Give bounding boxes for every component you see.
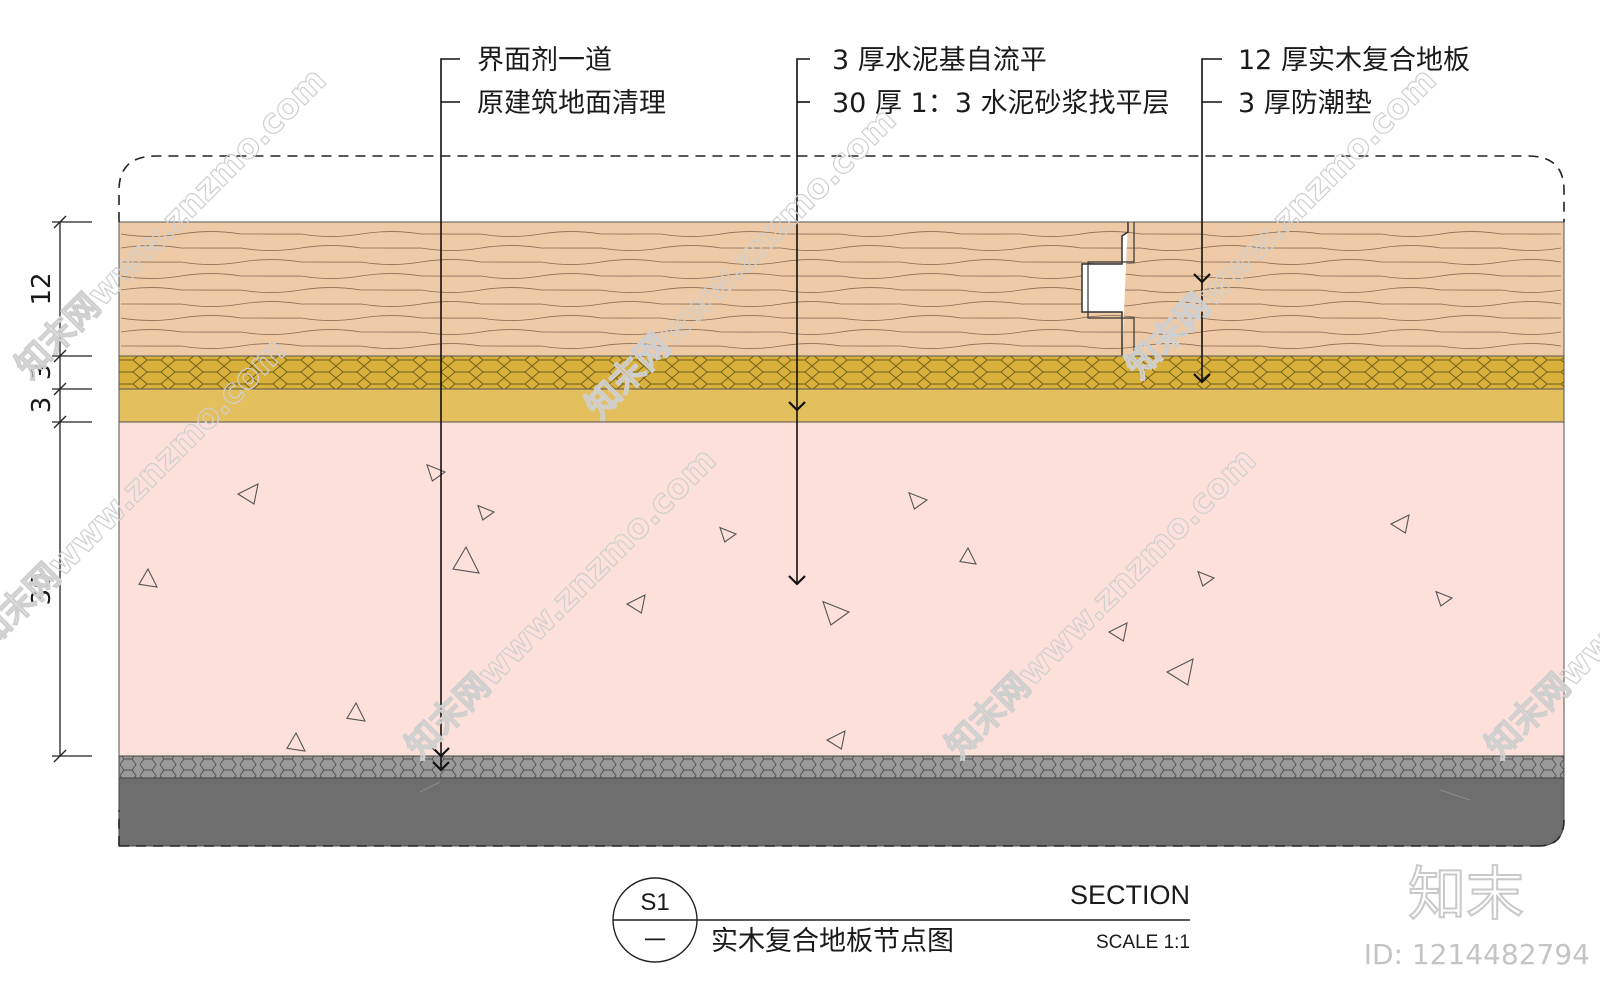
moisture-pad-layer	[118, 355, 1565, 390]
callout-mortar-screed: 30 厚 1：3 水泥砂浆找平层	[832, 88, 1169, 119]
dimension-12: 12	[27, 272, 57, 305]
aggregate-triangle	[1389, 514, 1410, 534]
aggregate-triangle	[138, 567, 158, 588]
callout-interface-agent: 界面剂一道	[477, 45, 612, 76]
scale-label: SCALE 1:1	[1096, 932, 1190, 953]
callout-self-leveling: 3 厚水泥基自流平	[832, 45, 1047, 76]
callout-wood-floor: 12 厚实木复合地板	[1238, 45, 1470, 76]
aggregate-triangle	[236, 483, 259, 505]
section-symbol-sheet: 一	[644, 928, 666, 953]
wood-grain-line	[120, 301, 1562, 307]
wood-grain-lines	[120, 231, 1562, 349]
image-id: ID: 1214482794	[1364, 938, 1590, 971]
aggregate-triangle	[426, 463, 447, 482]
callout-floor-cleaning: 原建筑地面清理	[477, 88, 666, 119]
aggregate-triangle	[908, 491, 929, 510]
dimension-3-leveling: 3	[27, 397, 57, 414]
aggregate-triangle	[452, 545, 480, 574]
wood-grain-line	[120, 273, 1562, 279]
dimension-3-pad: 3	[27, 364, 57, 381]
leader-lines	[432, 58, 1222, 772]
aggregate-triangle	[625, 594, 646, 614]
wood-grain-line	[120, 259, 1562, 265]
dimension-30: 30	[27, 572, 57, 605]
break-outline	[118, 155, 1565, 847]
aggregate-triangle	[346, 701, 366, 722]
wood-grain-line	[120, 245, 1562, 251]
aggregate-triangle	[825, 730, 846, 750]
wood-grain-line	[120, 343, 1562, 349]
brand-watermark: 知末	[1408, 860, 1524, 928]
aggregate-triangles	[138, 463, 1454, 752]
aggregate-triangle	[1107, 622, 1128, 642]
interface-agent-layer	[118, 755, 1565, 779]
base-floor-layer	[118, 777, 1565, 847]
aggregate-triangle	[1435, 590, 1454, 607]
aggregate-triangle	[477, 504, 496, 521]
title-block: S1 一 实木复合地板节点图 SECTION SCALE 1:1	[612, 877, 1190, 963]
tongue-groove-joint	[1081, 222, 1129, 356]
wood-grain-line	[120, 231, 1562, 237]
wood-floor-layer	[118, 221, 1565, 357]
aggregate-triangle	[286, 731, 306, 752]
section-symbol-number: S1	[640, 889, 669, 916]
wood-grain-line	[120, 329, 1562, 335]
aggregate-triangle	[822, 600, 851, 626]
self-leveling-layer	[118, 388, 1565, 423]
aggregate-triangle	[1165, 658, 1194, 686]
section-label: SECTION	[1070, 880, 1190, 910]
layer-stack	[118, 221, 1565, 847]
dimension-line	[52, 215, 92, 763]
aggregate-triangle	[719, 526, 738, 543]
wood-grain-line	[120, 287, 1562, 293]
drawing-title: 实木复合地板节点图	[711, 926, 954, 957]
callout-moisture-pad: 3 厚防潮垫	[1238, 88, 1372, 119]
aggregate-triangle	[1197, 570, 1216, 587]
mortar-screed-layer	[118, 421, 1565, 757]
wood-grain-line	[120, 315, 1562, 321]
aggregate-triangle	[959, 546, 977, 565]
